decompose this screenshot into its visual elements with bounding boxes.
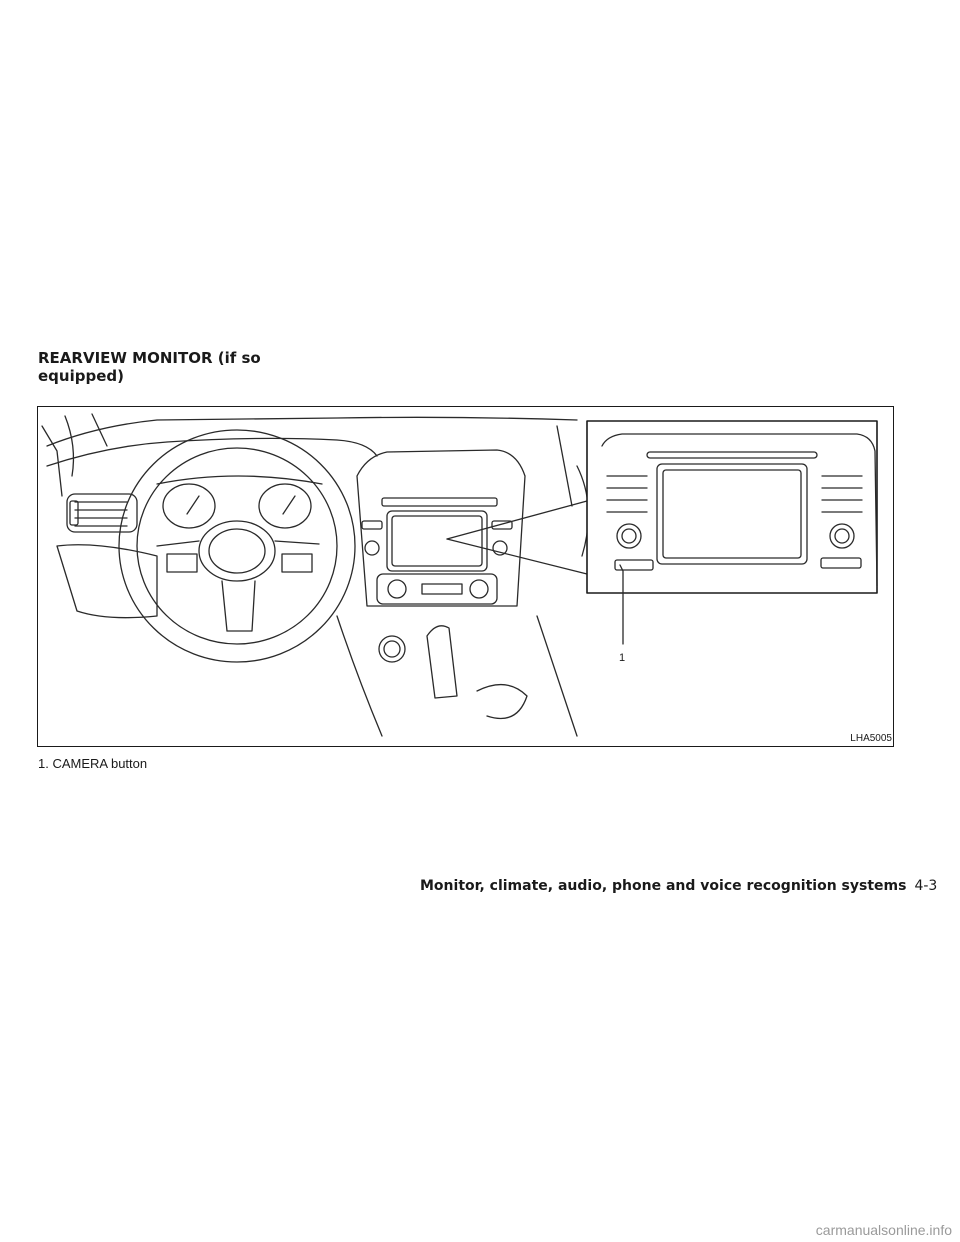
figure-code: LHA5005 bbox=[850, 733, 892, 744]
dashboard-illustration: 1 LHA5005 bbox=[37, 406, 894, 747]
section-heading: REARVIEW MONITOR (if so equipped) bbox=[38, 349, 278, 385]
watermark-link[interactable]: carmanualsonline.info bbox=[815, 1222, 952, 1238]
callout-number: 1 bbox=[619, 652, 626, 664]
section-heading-line1: REARVIEW MONITOR (if so bbox=[38, 349, 261, 367]
figure-caption: 1. CAMERA button bbox=[38, 756, 148, 771]
section-heading-line2: equipped) bbox=[38, 367, 124, 385]
dashboard-line-drawing bbox=[37, 406, 894, 747]
footer-title: Monitor, climate, audio, phone and voice… bbox=[420, 878, 907, 894]
page-number: 4-3 bbox=[914, 878, 938, 894]
page-footer: Monitor, climate, audio, phone and voice… bbox=[420, 877, 937, 895]
